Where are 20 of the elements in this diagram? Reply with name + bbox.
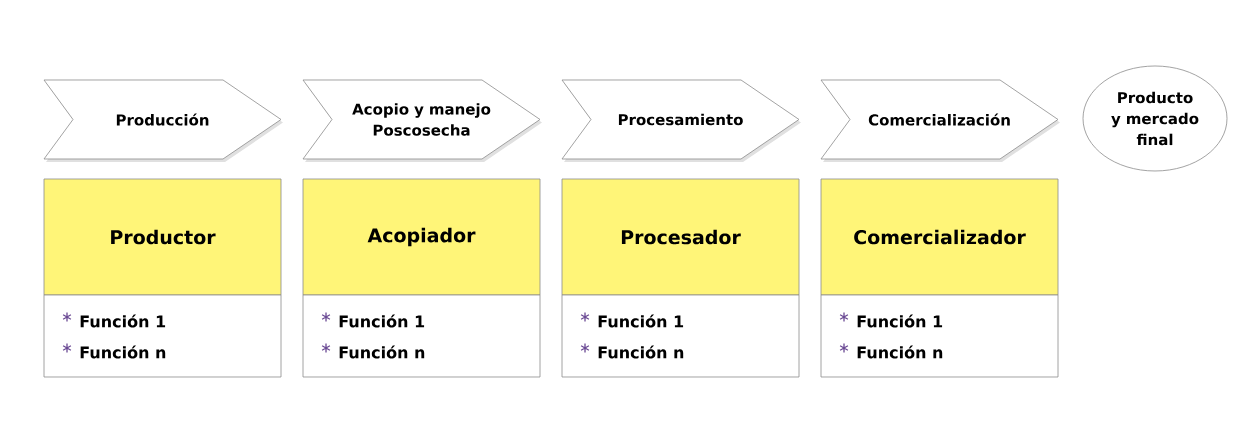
- function-item: Función 1: [80, 314, 166, 328]
- stage-banner: Comercialización: [820, 79, 1060, 162]
- function-box: [43, 294, 282, 378]
- role-box: Acopiador: [302, 178, 541, 296]
- function-item: Función 1: [857, 314, 943, 328]
- role-box: Procesador: [561, 178, 800, 296]
- function-item: Función n: [598, 345, 684, 359]
- stage-banner: Procesamiento: [561, 79, 801, 162]
- role-box: Productor: [43, 178, 282, 296]
- function-box: [302, 294, 541, 378]
- role-box: Comercializador: [820, 178, 1059, 296]
- function-item: Función 1: [598, 314, 684, 328]
- function-box: [561, 294, 800, 378]
- function-item: Función n: [857, 345, 943, 359]
- stage-banner: Producción: [43, 79, 283, 162]
- function-item: Función n: [80, 345, 166, 359]
- function-item: Función 1: [339, 314, 425, 328]
- function-item: Función n: [339, 345, 425, 359]
- function-box: [820, 294, 1059, 378]
- stage-banner: Acopio y manejo Poscosecha: [302, 79, 542, 162]
